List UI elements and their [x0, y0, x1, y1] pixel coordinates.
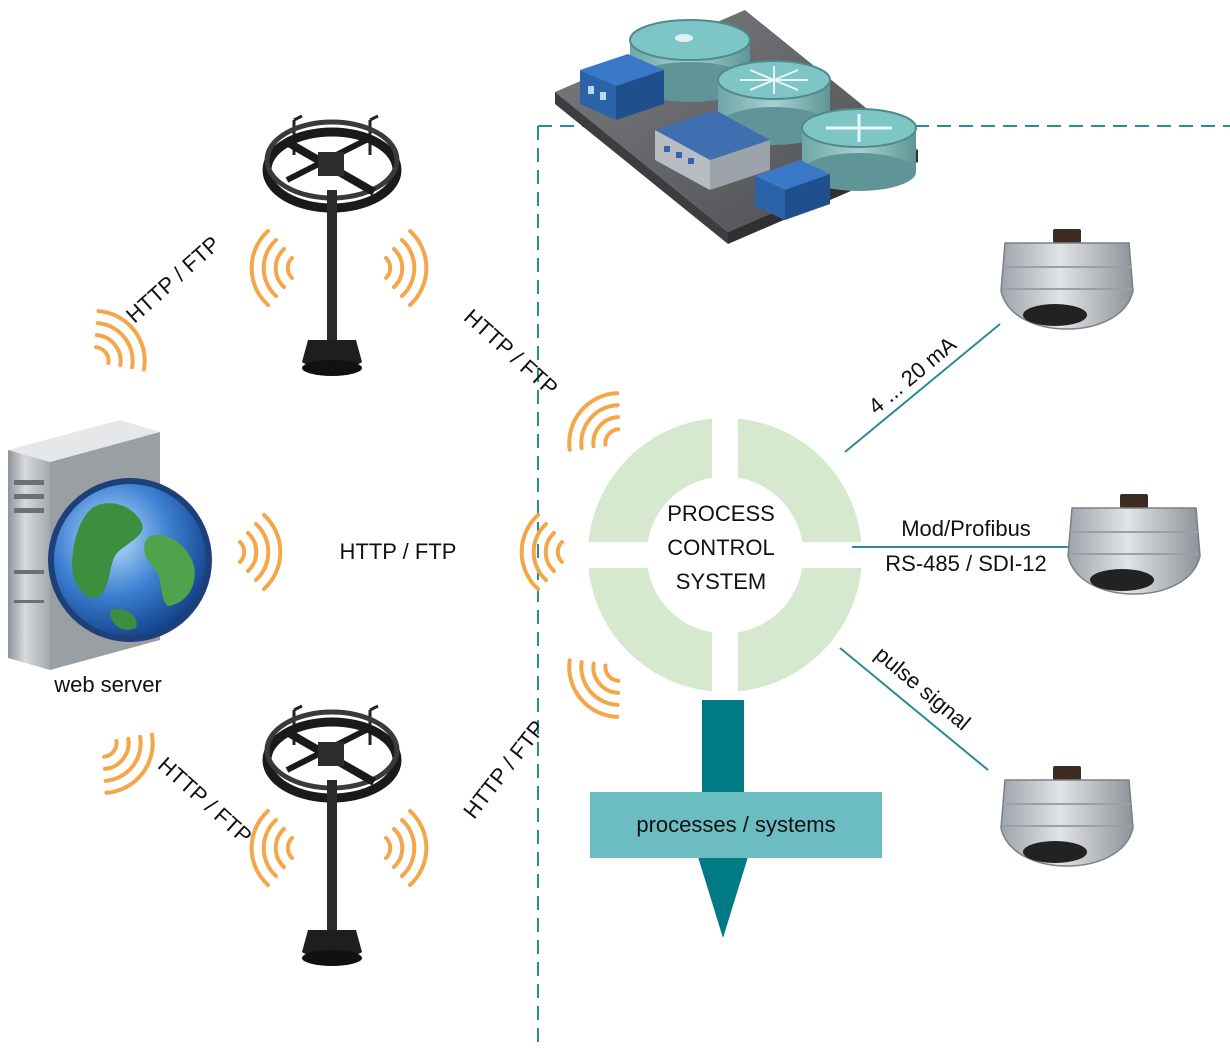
water-treatment-plant-icon: [555, 10, 918, 244]
wave-icon: [384, 809, 429, 887]
weather-station-icon-top: [267, 116, 397, 376]
wave-icon: [555, 642, 638, 730]
pcs-label-line3: SYSTEM: [676, 569, 766, 594]
wave-icon: [249, 809, 294, 887]
link-label-bottom-right: HTTP / FTP: [458, 716, 550, 824]
wave-icon: [85, 717, 167, 805]
signal-line-pulse: [839, 647, 989, 771]
wave-icon: [519, 513, 564, 591]
link-label-top-left: HTTP / FTP: [121, 231, 225, 328]
radar-sensor-icon-bottom: [1000, 765, 1134, 867]
web-server-label: web server: [53, 672, 162, 697]
signal-label-analog: 4 ... 20 mA: [863, 331, 961, 419]
pcs-label-line2: CONTROL: [667, 535, 775, 560]
wave-icon: [555, 380, 638, 468]
server-globe-icon: [8, 420, 212, 670]
signal-line-analog: [844, 323, 1001, 453]
wave-icon: [249, 229, 294, 307]
wave-icon: [384, 229, 429, 307]
radar-sensor-icon-top: [1000, 228, 1134, 330]
link-label-middle: HTTP / FTP: [340, 539, 457, 564]
link-label-bottom-left: HTTP / FTP: [153, 752, 257, 849]
signal-label-bus-bottom: RS-485 / SDI-12: [885, 551, 1046, 576]
process-area-boundary: [537, 125, 1230, 1048]
process-control-ring: [588, 418, 862, 692]
output-box: [590, 792, 882, 858]
output-box-label: processes / systems: [636, 812, 835, 837]
signal-label-pulse: pulse signal: [870, 641, 975, 735]
wave-icon: [238, 513, 283, 591]
weather-station-icon-bottom: [267, 706, 397, 966]
link-label-top-right: HTTP / FTP: [459, 304, 563, 401]
signal-label-bus-top: Mod/Profibus: [901, 516, 1031, 541]
radar-sensor-icon-middle: [1067, 493, 1201, 595]
pcs-label-line1: PROCESS: [667, 501, 775, 526]
